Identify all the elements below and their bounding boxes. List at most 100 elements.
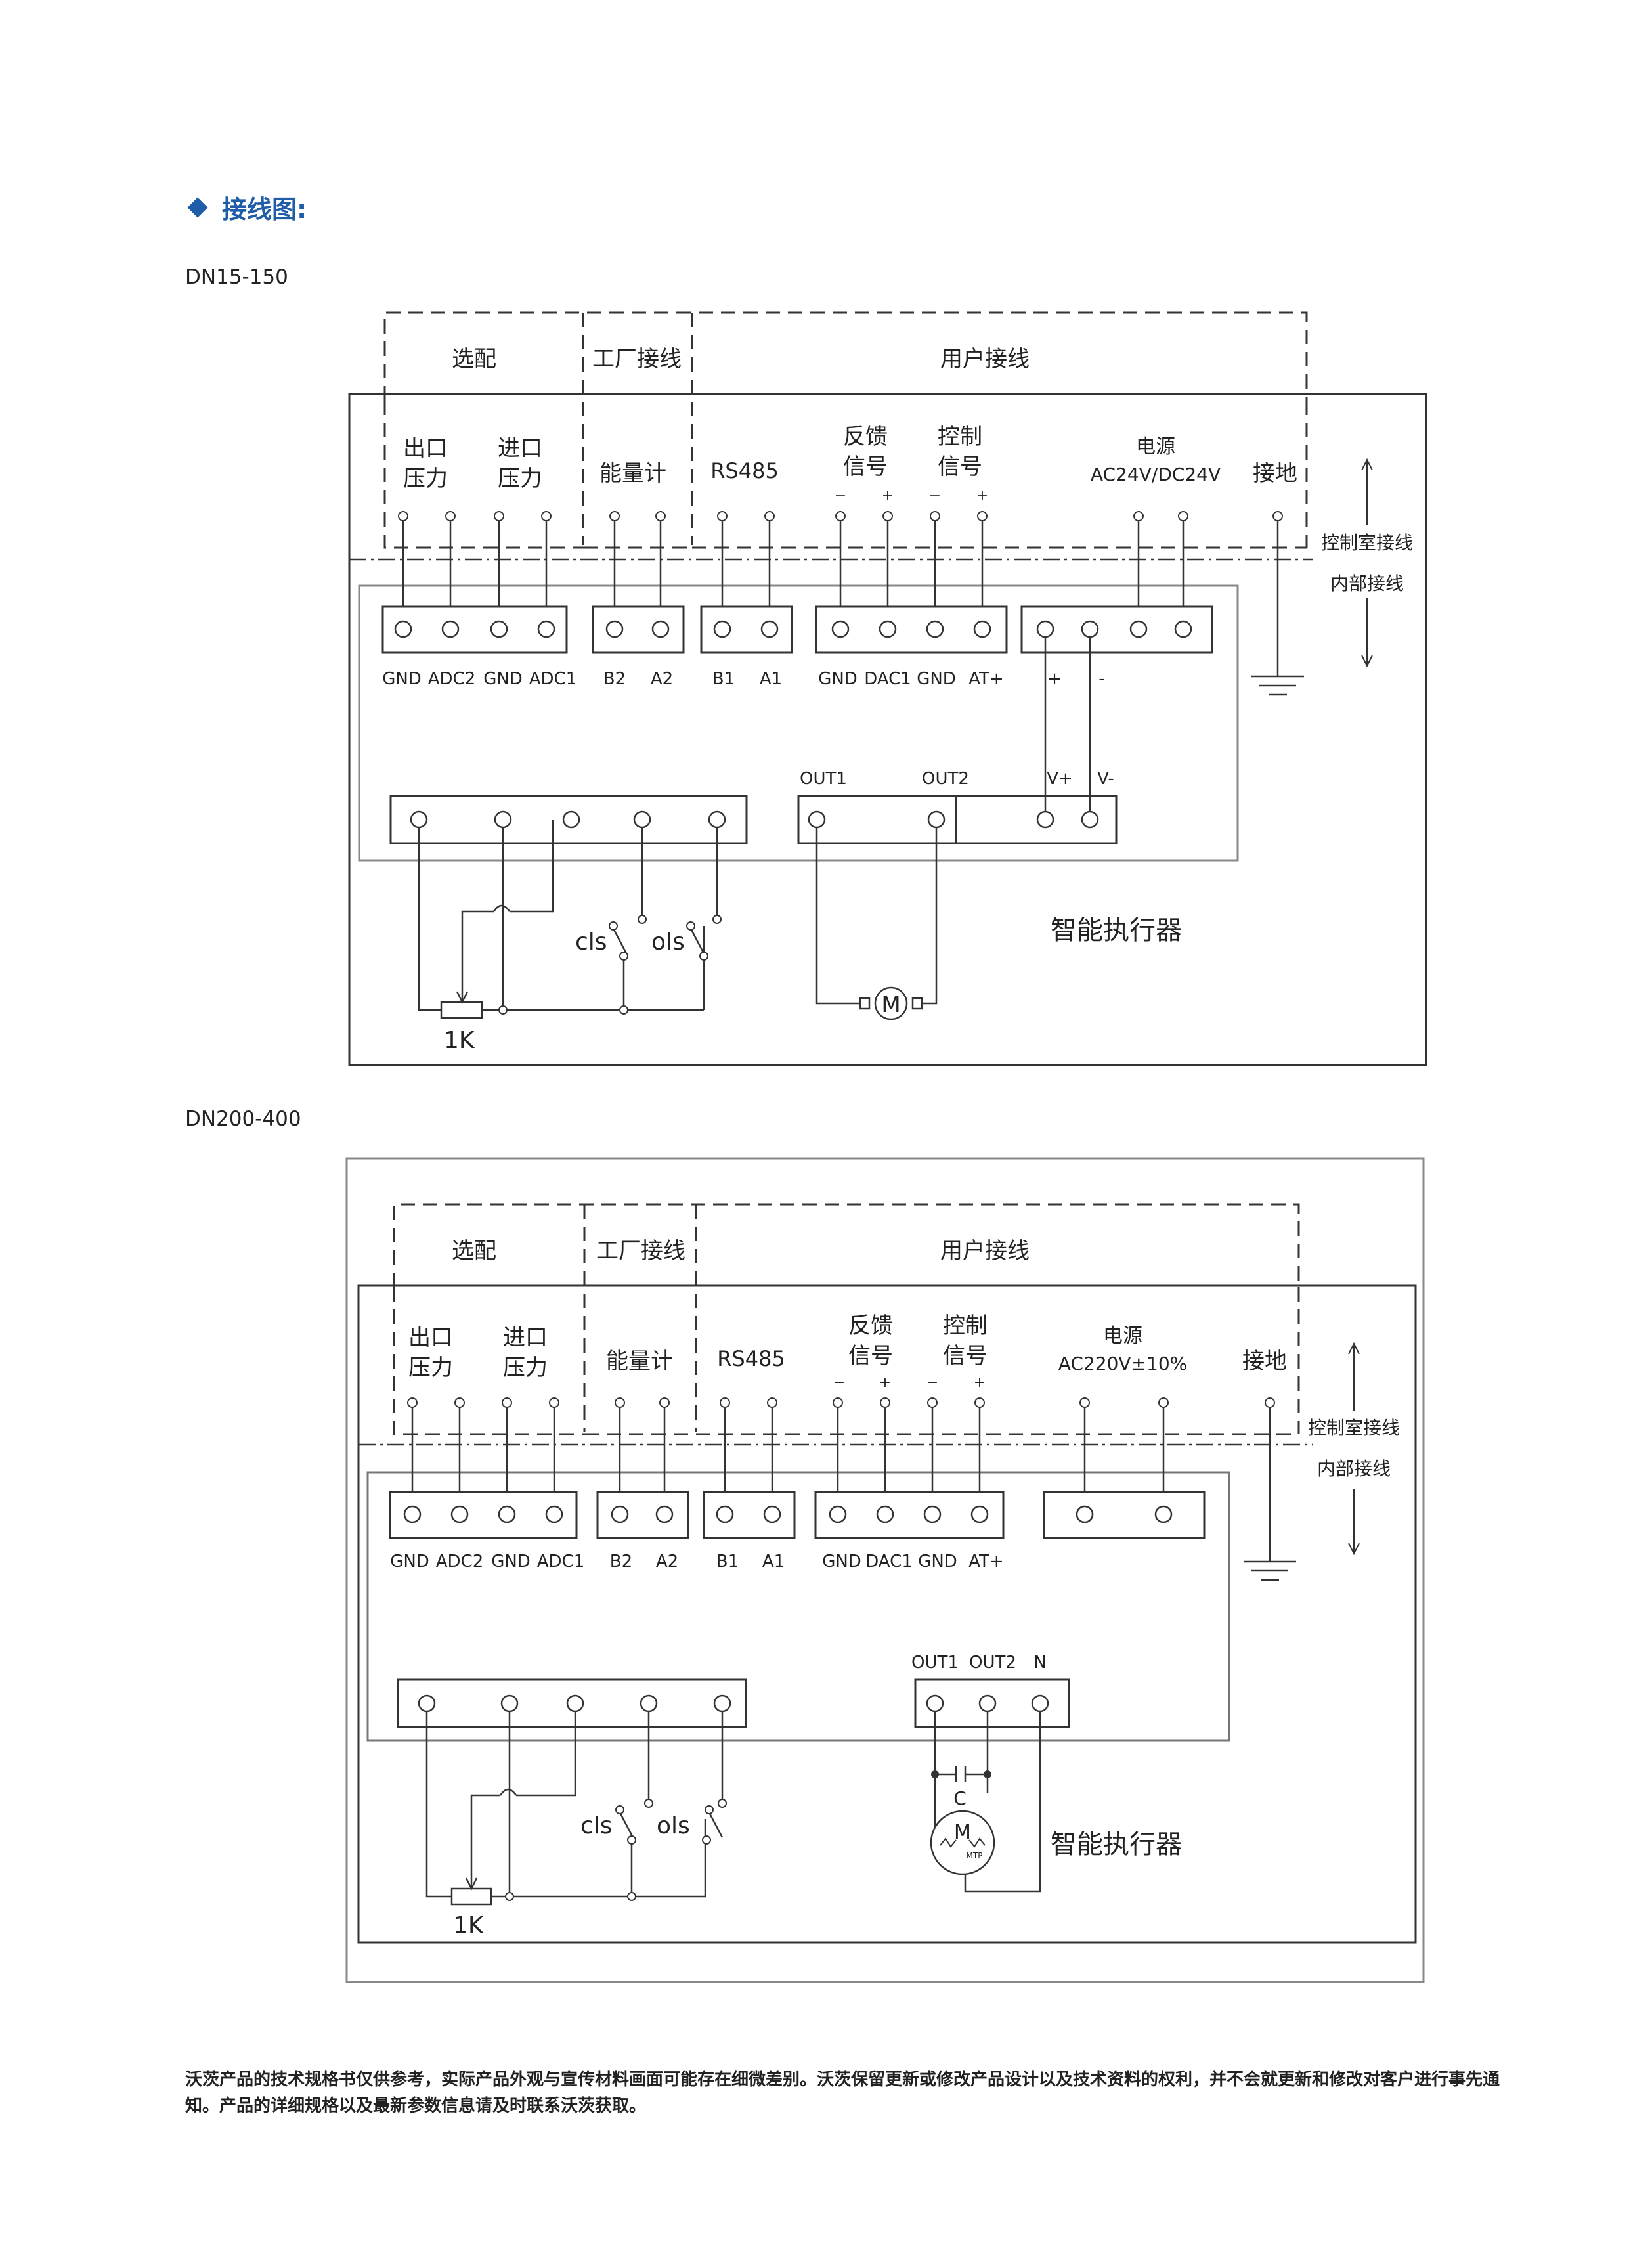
zone-factory-label: 工厂接线 — [596, 1238, 685, 1264]
terminal-label: GND — [382, 669, 422, 689]
control-label: 控制 — [943, 1313, 988, 1339]
terminal-label: GND — [918, 1552, 957, 1571]
n-label: N — [1033, 1653, 1046, 1673]
terminal-block-pressure — [389, 1491, 578, 1539]
control-label: 控制 — [938, 424, 982, 450]
cls-label: cls — [580, 1812, 613, 1839]
out1-label: OUT1 — [911, 1653, 959, 1673]
polarity-minus: − — [835, 488, 846, 504]
potentiometer-1k — [450, 1887, 492, 1906]
controller-board — [358, 584, 1239, 862]
control-room-wiring-label: 控制室接线 — [1308, 1417, 1400, 1439]
terminal-label: ADC1 — [529, 669, 577, 689]
zone-optional-label: 选配 — [452, 346, 496, 372]
capacitor-label: C — [953, 1787, 967, 1809]
zone-optional-label: 选配 — [452, 1238, 496, 1264]
terminal-label: A1 — [762, 1552, 785, 1571]
terminal-label: DAC1 — [864, 669, 911, 689]
terminal-block-signal — [814, 1491, 1005, 1539]
terminal-label: B2 — [610, 1552, 632, 1571]
power-voltage-label: AC220V±10% — [1058, 1353, 1188, 1374]
polarity-plus: + — [974, 1374, 986, 1391]
terminal-label: + — [1047, 669, 1062, 689]
polarity-minus: − — [833, 1374, 845, 1391]
cls-label: cls — [575, 929, 607, 955]
polarity-minus: − — [926, 1374, 938, 1391]
terminal-block-pressure — [381, 605, 568, 654]
terminal-label: GND — [491, 1552, 531, 1571]
terminal-label: GND — [822, 1552, 861, 1571]
terminal-label: B2 — [603, 669, 626, 689]
outlet-pressure-label: 出口 — [403, 435, 448, 462]
rs485-label: RS485 — [717, 1346, 785, 1371]
model-label-2: DN200-400 — [185, 1107, 301, 1131]
terminal-block-energy — [596, 1491, 689, 1539]
terminal-label: A2 — [651, 669, 673, 689]
pot-label: 1K — [444, 1027, 475, 1054]
out2-label: OUT2 — [969, 1653, 1016, 1673]
internal-wiring-label: 内部接线 — [1317, 1458, 1391, 1479]
zone-factory-label: 工厂接线 — [592, 346, 682, 372]
outer-frame — [348, 393, 1427, 1066]
terminal-label: DAC1 — [865, 1552, 913, 1571]
zone-user-label: 用户接线 — [940, 346, 1030, 372]
feedback-label-2: 信号 — [843, 454, 888, 480]
out2-label: OUT2 — [922, 769, 969, 789]
diamond-bullet-icon — [187, 196, 208, 218]
control-room-wiring-label: 控制室接线 — [1321, 532, 1413, 554]
terminal-label: GND — [818, 669, 858, 689]
wiring-diagram-1: 选配 工厂接线 用户接线 出口 压力 进口 压力 能量计 RS485 反馈 信号… — [348, 311, 1427, 1066]
motor-label: M — [954, 1821, 971, 1844]
vminus-label: V- — [1097, 769, 1114, 789]
power-voltage-label: AC24V/DC24V — [1091, 464, 1221, 485]
outlet-pressure-label-2: 压力 — [403, 466, 448, 492]
terminal-label: ADC2 — [428, 669, 476, 689]
outlet-pressure-label: 出口 — [408, 1325, 453, 1351]
terminal-label: GND — [483, 669, 523, 689]
controller-board — [366, 1471, 1230, 1742]
polarity-minus: − — [929, 488, 941, 504]
power-label: 电源 — [1136, 435, 1175, 458]
feedback-label-2: 信号 — [848, 1343, 893, 1369]
ground-label: 接地 — [1242, 1348, 1287, 1374]
ground-label: 接地 — [1253, 460, 1297, 487]
ols-label: ols — [657, 1812, 690, 1839]
disclaimer-footer: 沃茨产品的技术规格书仅供参考，实际产品外观与宣传材料画面可能存在细微差别。沃茨保… — [185, 2070, 1500, 2116]
out1-label: OUT1 — [800, 769, 847, 789]
terminal-label: B1 — [712, 669, 735, 689]
inlet-pressure-label: 进口 — [498, 435, 542, 462]
zone-dashed-top — [393, 1203, 1300, 1287]
mtp-label: MTP — [967, 1851, 983, 1860]
terminal-label: GND — [390, 1552, 429, 1571]
outer-frame — [345, 1157, 1425, 1983]
output-connector-block — [797, 795, 1118, 844]
motor-icon — [930, 1810, 995, 1875]
zone-dashed-top — [383, 311, 1308, 401]
terminal-block-power — [1043, 1491, 1206, 1539]
rs485-label: RS485 — [710, 458, 779, 483]
model-label-1: DN15-150 — [185, 265, 288, 289]
potentiometer-1k — [440, 1001, 483, 1019]
vplus-label: V+ — [1047, 769, 1073, 789]
polarity-plus: + — [976, 488, 988, 504]
actuator-label: 智能执行器 — [1051, 1830, 1182, 1860]
motor-label: M — [881, 992, 900, 1018]
section-heading: 接线图: — [187, 189, 307, 225]
control-label-2: 信号 — [943, 1343, 988, 1369]
motor-icon — [859, 986, 923, 1020]
terminal-label: AT+ — [968, 669, 1003, 689]
terminal-label: ADC1 — [537, 1552, 585, 1571]
zone-dashed-optional — [383, 401, 583, 549]
wiring-diagram-2: 选配 工厂接线 用户接线 出口 压力 进口 压力 能量计 RS485 反馈 信号… — [345, 1157, 1425, 1983]
energy-meter-label: 能量计 — [606, 1348, 673, 1374]
ols-label: ols — [651, 929, 685, 955]
polarity-plus: + — [882, 488, 894, 504]
actuator-label: 智能执行器 — [1051, 915, 1182, 946]
polarity-plus: + — [879, 1374, 891, 1391]
control-label-2: 信号 — [938, 454, 982, 480]
pot-label: 1K — [453, 1912, 485, 1939]
feedback-label: 反馈 — [848, 1313, 893, 1339]
terminal-label: AT+ — [968, 1552, 1003, 1571]
inlet-pressure-label-2: 压力 — [498, 466, 542, 492]
zone-user-label: 用户接线 — [940, 1238, 1030, 1264]
